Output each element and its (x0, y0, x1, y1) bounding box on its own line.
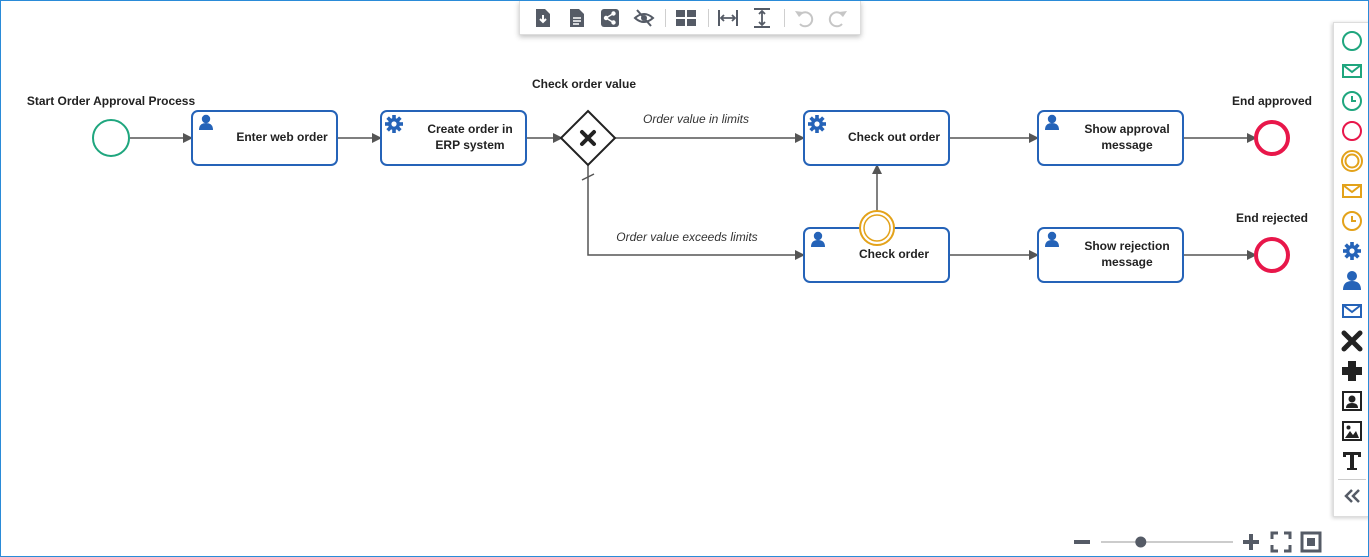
redo-icon[interactable] (827, 7, 849, 29)
end-approved-label: End approved (1232, 94, 1312, 108)
parallel-gateway-icon[interactable] (1340, 359, 1364, 383)
toolbar-separator (708, 9, 709, 27)
contact-card-icon[interactable] (1340, 389, 1364, 413)
collapse-icon[interactable] (1340, 484, 1364, 508)
task-label-line-2: message (1101, 138, 1153, 152)
toolbar-separator (784, 9, 785, 27)
toolbar-separator (665, 9, 666, 27)
share-icon[interactable] (599, 7, 621, 29)
flow-label-in-limits: Order value in limits (643, 112, 749, 126)
gear-icon (808, 115, 826, 133)
task-create-order[interactable]: Create order in ERP system (380, 110, 527, 166)
task-check-order[interactable]: Check order (803, 227, 950, 283)
boundary-timer-event[interactable] (859, 210, 895, 246)
zoom-controls (1074, 531, 1322, 553)
timer-start-event-icon[interactable] (1340, 89, 1364, 113)
message-start-event-icon[interactable] (1340, 59, 1364, 83)
zoom-slider-handle[interactable] (1135, 536, 1147, 548)
task-label-line-2: ERP system (435, 138, 504, 152)
flow-gateway-to-check-order[interactable] (587, 165, 805, 260)
end-event-icon[interactable] (1340, 119, 1364, 143)
task-show-rejection[interactable]: Show rejection message (1037, 227, 1184, 283)
hide-icon[interactable] (633, 7, 655, 29)
sequence-flows (130, 133, 1257, 260)
fullscreen-icon[interactable] (1270, 531, 1292, 553)
undo-icon[interactable] (793, 7, 815, 29)
task-label-line-1: Create order in (427, 122, 512, 136)
exclusive-gateway[interactable] (559, 109, 617, 167)
fit-width-icon[interactable] (717, 7, 739, 29)
user-task-icon[interactable] (1340, 269, 1364, 293)
timer-intermediate-event-icon[interactable] (1340, 209, 1364, 233)
task-check-out-order[interactable]: Check out order (803, 110, 950, 166)
flow-label-exceeds: Order value exceeds limits (616, 230, 757, 244)
task-enter-web-order[interactable]: Enter web order (191, 110, 338, 166)
task-label: Enter web order (236, 130, 328, 144)
task-label: Check out order (848, 130, 940, 144)
start-event[interactable] (92, 119, 130, 157)
text-icon[interactable] (1340, 449, 1364, 473)
exclusive-gateway-icon[interactable] (1340, 329, 1364, 353)
task-show-approval[interactable]: Show approval message (1037, 110, 1184, 166)
gear-icon (385, 115, 403, 133)
message-intermediate-event-icon[interactable] (1340, 179, 1364, 203)
intermediate-event-icon[interactable] (1340, 149, 1364, 173)
palette-separator (1338, 479, 1366, 480)
task-label-line-1: Show approval (1084, 122, 1169, 136)
fit-to-screen-icon[interactable] (1300, 531, 1322, 553)
task-label-line-1: Show rejection (1084, 239, 1169, 253)
layout-icon[interactable] (675, 7, 697, 29)
fit-height-icon[interactable] (751, 7, 773, 29)
task-label-line-2: message (1101, 255, 1153, 269)
download-icon[interactable] (532, 7, 554, 29)
start-event-icon[interactable] (1340, 29, 1364, 53)
zoom-in-icon[interactable] (1243, 534, 1259, 550)
end-event-approved[interactable] (1254, 120, 1290, 156)
document-icon[interactable] (566, 7, 588, 29)
zoom-out-icon[interactable] (1074, 540, 1090, 544)
task-label: Check order (859, 247, 929, 261)
service-task-icon[interactable] (1340, 239, 1364, 263)
gateway-label: Check order value (532, 77, 636, 91)
end-rejected-label: End rejected (1236, 211, 1308, 225)
element-palette (1333, 22, 1368, 517)
start-event-label: Start Order Approval Process (27, 94, 196, 108)
default-flow-marker (581, 173, 595, 181)
top-toolbar (519, 1, 861, 35)
image-icon[interactable] (1340, 419, 1364, 443)
x-icon (580, 130, 596, 146)
message-task-icon[interactable] (1340, 299, 1364, 323)
end-event-rejected[interactable] (1254, 237, 1290, 273)
